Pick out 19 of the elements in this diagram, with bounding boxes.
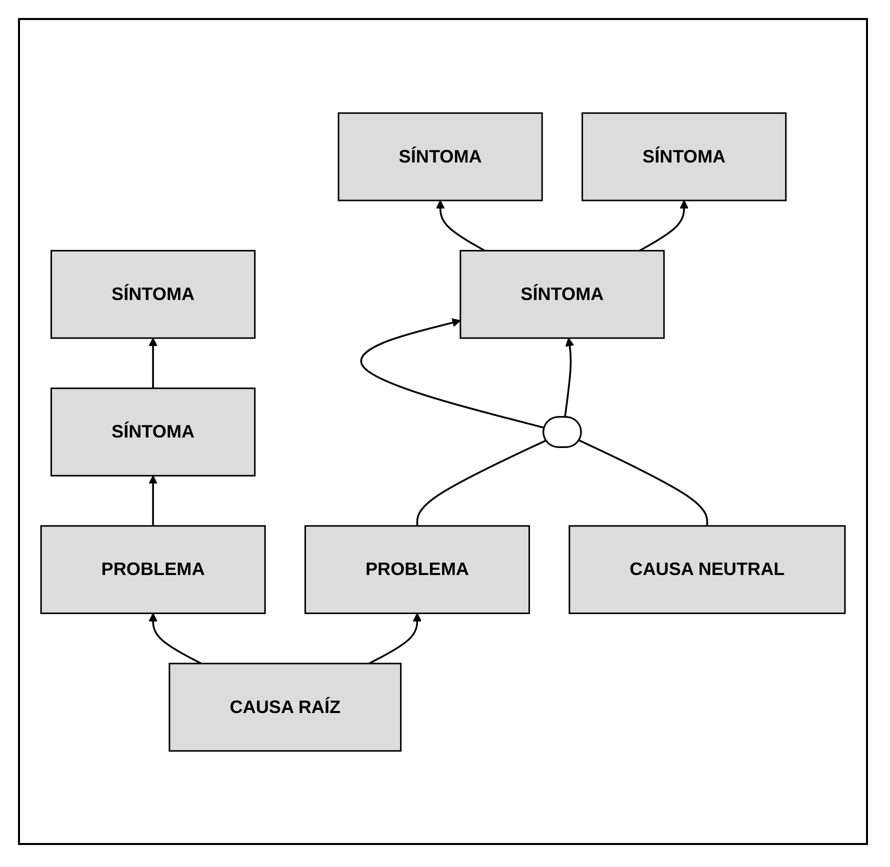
arrow <box>148 612 202 664</box>
arrow <box>148 337 158 388</box>
node-box: SÍNTOMA <box>582 112 787 201</box>
arrow <box>564 337 574 418</box>
arrow <box>360 318 545 428</box>
node-box: SÍNTOMA <box>50 387 256 476</box>
node-box: SÍNTOMA <box>460 249 665 338</box>
node-box: SÍNTOMA <box>338 112 543 201</box>
connector <box>416 439 546 526</box>
arrow <box>639 200 688 251</box>
node-box: PROBLEMA <box>40 524 266 614</box>
node-box: SÍNTOMA <box>50 249 256 338</box>
arrow <box>148 474 158 526</box>
connector <box>578 439 708 526</box>
arrow <box>436 200 486 251</box>
arrow <box>368 612 422 664</box>
node-box: PROBLEMA <box>304 524 530 614</box>
node-box: CAUSA NEUTRAL <box>568 524 846 614</box>
node-box: CAUSA RAÍZ <box>168 662 402 752</box>
